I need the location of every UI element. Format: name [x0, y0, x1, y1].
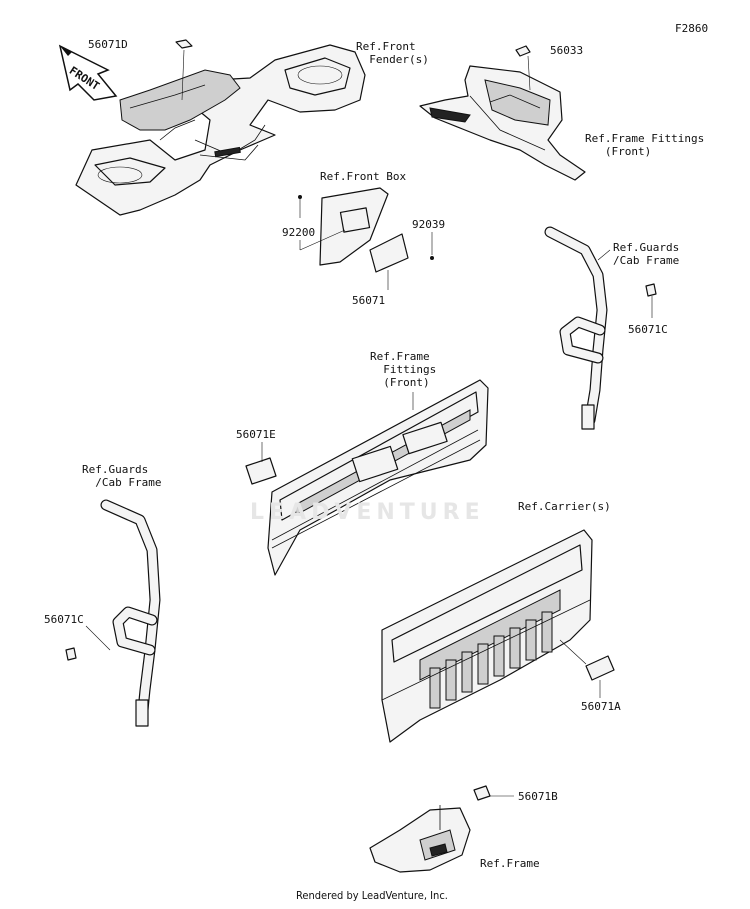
label-56071D [175, 39, 193, 101]
text-56071C-right: 56071C [628, 323, 668, 336]
text-ref-carrier: Ref.Carrier(s) [518, 500, 611, 513]
text-ref-guards-right: Ref.Guards /Cab Frame [613, 241, 680, 267]
text-ref-guards-left: Ref.Guards /Cab Frame [82, 463, 162, 489]
text-56071A: 56071A [581, 700, 621, 713]
footer-credit: Rendered by LeadVenture, Inc. [296, 889, 448, 902]
text-ref-frame-fittings-front: Ref.Frame Fittings (Front) [585, 132, 705, 158]
carrier-ribs [429, 611, 553, 709]
text-ref-frame: Ref.Frame [480, 857, 540, 870]
watermark-text: LEADVENTURE [250, 500, 485, 525]
text-92200: 92200 [282, 226, 316, 239]
guard-cab-frame-left [100, 499, 161, 727]
frame-bottom [369, 805, 471, 873]
text-92039: 92039 [412, 218, 446, 231]
label-56071B [473, 785, 514, 801]
text-56071: 56071 [352, 294, 386, 307]
carrier-panel [381, 529, 593, 743]
label-56071C-left [65, 625, 111, 661]
bolt-92039 [430, 232, 434, 260]
text-56071D: 56071D [88, 38, 128, 51]
text-ref-front-fender: Ref.Front Fender(s) [356, 40, 429, 66]
diagram-code: F2860 [675, 22, 709, 35]
text-ref-frame-fittings-center: Ref.Frame Fittings (Front) [370, 350, 437, 389]
label-56071E [245, 442, 277, 485]
text-56071B: 56071B [518, 790, 558, 803]
text-56071C-left: 56071C [44, 613, 84, 626]
front-box [298, 187, 389, 266]
label-56033 [515, 45, 531, 91]
floor-panel-assembly [75, 44, 366, 216]
text-ref-front-box: Ref.Front Box [320, 170, 407, 183]
frame-fittings-center [267, 379, 489, 576]
label-56071A [559, 639, 615, 698]
front-arrow-icon [58, 44, 118, 101]
text-56071E: 56071E [236, 428, 276, 441]
label-56071 [369, 233, 409, 290]
text-56033: 56033 [550, 44, 584, 57]
label-56071C-right [645, 283, 657, 318]
guard-cab-frame-right [544, 226, 611, 430]
frame-fittings-front-top [419, 65, 586, 181]
